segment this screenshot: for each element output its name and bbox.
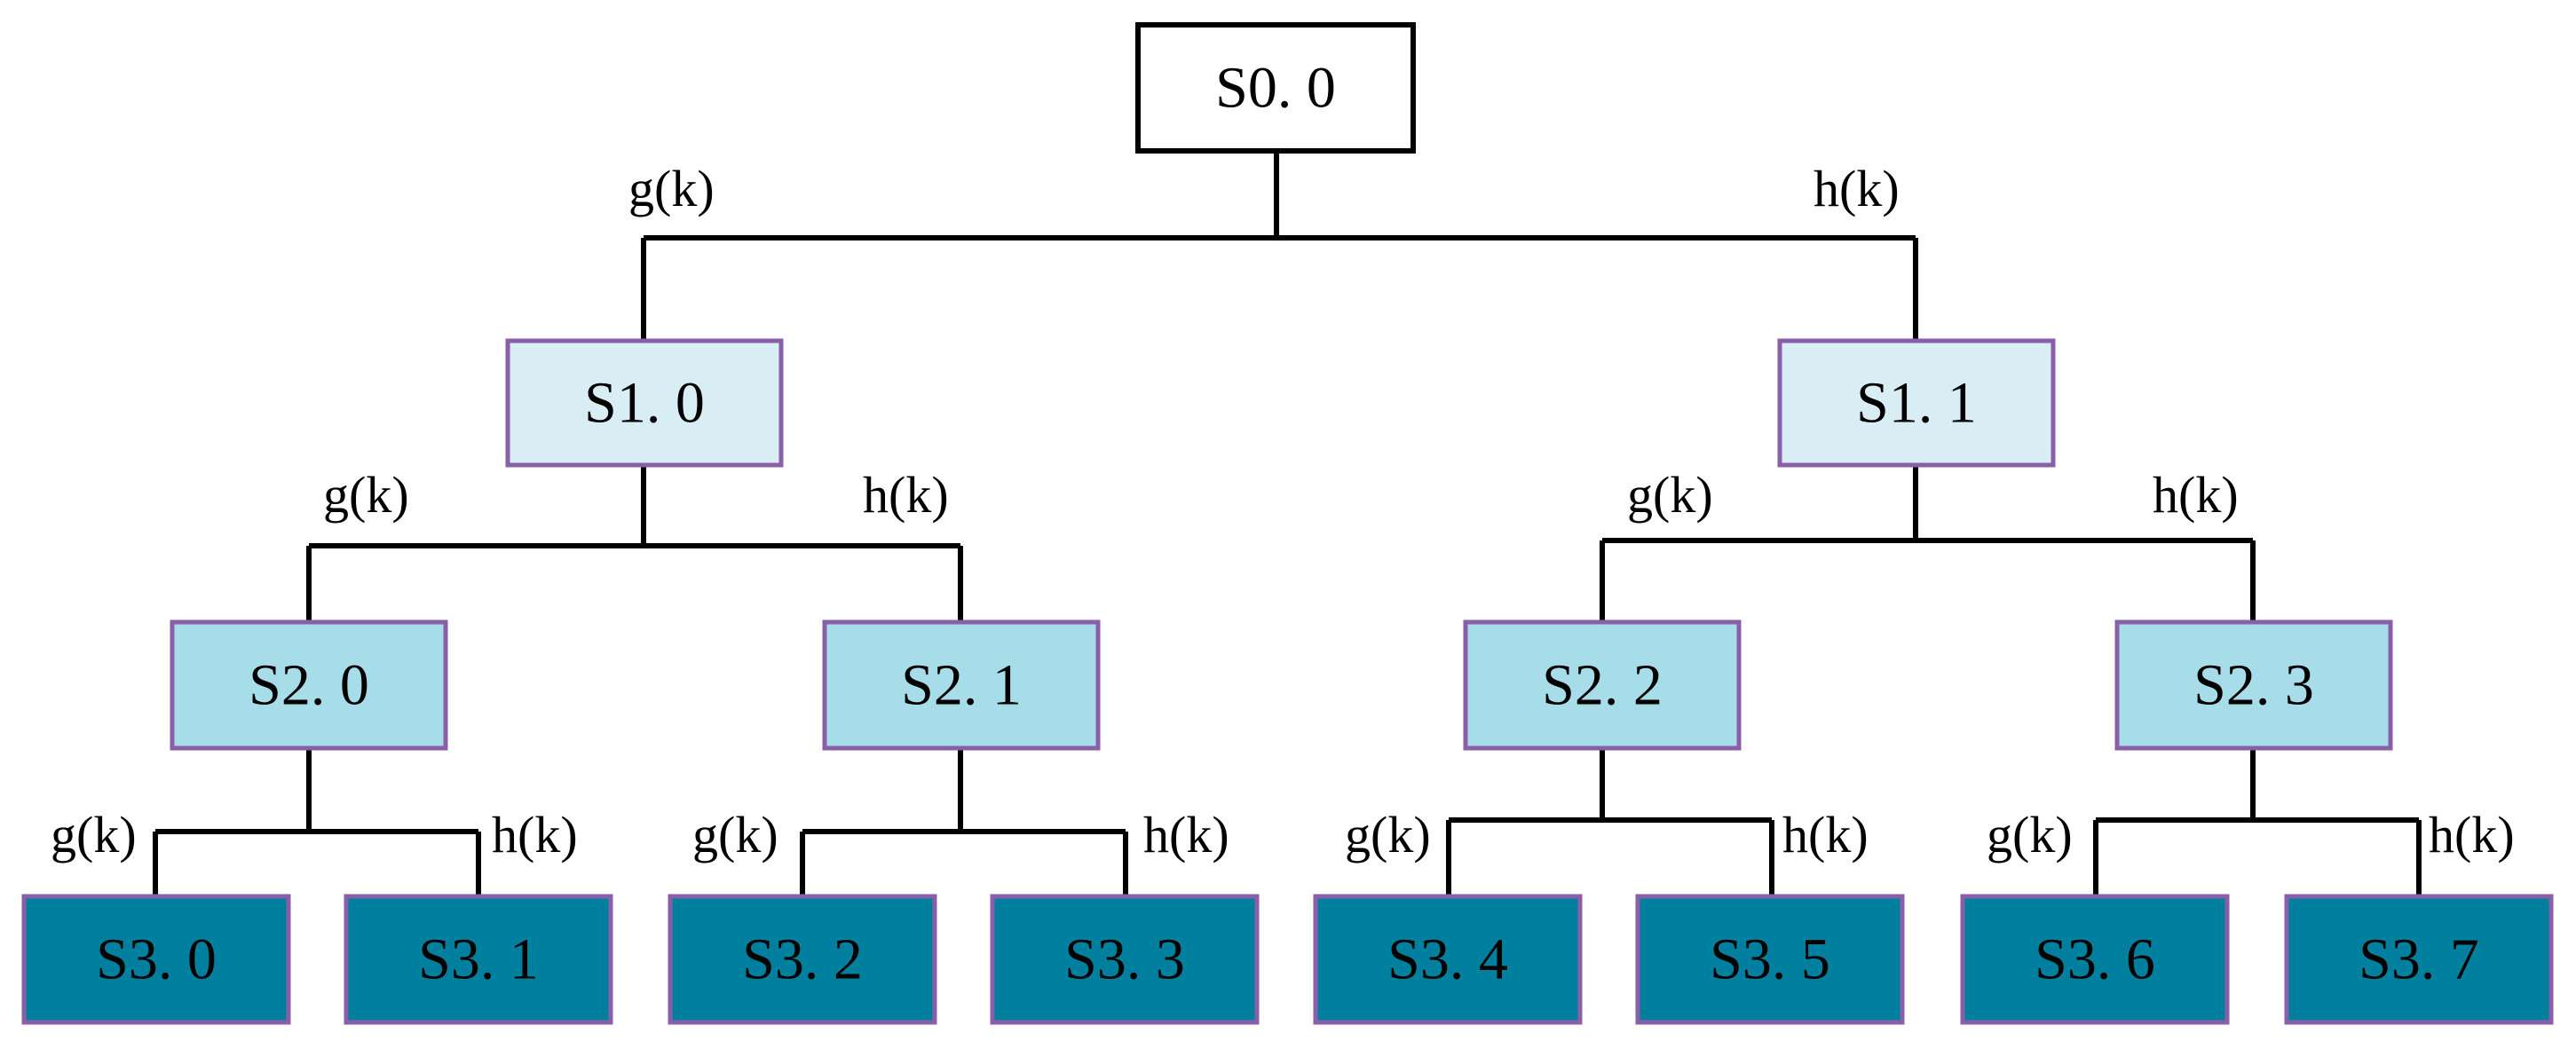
node-label: S3. 4: [1387, 927, 1508, 992]
node-label: S3. 2: [742, 927, 863, 992]
node-box: [2284, 894, 2554, 1025]
connector-s1-0: [306, 465, 963, 622]
node-label: S3. 5: [1710, 927, 1830, 992]
edge-label-h: h(k): [2429, 806, 2515, 864]
edge-label-h: h(k): [1813, 160, 1900, 217]
node-label: S2. 0: [249, 653, 369, 718]
node-label: S3. 3: [1064, 927, 1185, 992]
node-label: S1. 0: [584, 371, 705, 436]
edge-label-h: h(k): [1782, 806, 1869, 864]
node-box: [170, 619, 448, 751]
node-label: S3. 7: [2359, 927, 2479, 992]
edge-label-h: h(k): [492, 806, 578, 864]
connectors: [153, 151, 2422, 896]
edge-labels: g(k) h(k) g(k) h(k) g(k) h(k) g(k) h(k) …: [51, 160, 2515, 864]
node-box: [1635, 894, 1905, 1025]
node-box: [990, 894, 1260, 1025]
edge-label-g: g(k): [1345, 806, 1431, 864]
node-box: [822, 619, 1101, 751]
node-box: [505, 338, 784, 468]
node-box: [1960, 894, 2230, 1025]
node-box: [1463, 619, 1742, 751]
node-s2-3: S2. 3: [2114, 619, 2393, 751]
node-label: S1. 1: [1856, 371, 1977, 436]
edge-label-g: g(k): [51, 806, 137, 864]
edge-label-h: h(k): [863, 466, 949, 524]
node-s1-1: S1. 1: [1777, 338, 2056, 468]
node-box: [1135, 22, 1416, 154]
node-s0-0: S0. 0: [1135, 22, 1416, 154]
edge-label-g: g(k): [692, 806, 778, 864]
edge-label-g: g(k): [1627, 466, 1713, 524]
node-box: [668, 894, 937, 1025]
node-s3-1: S3. 1: [344, 894, 613, 1025]
node-label: S0. 0: [1215, 56, 1336, 121]
edge-label-g: g(k): [323, 466, 409, 524]
node-label: S3. 0: [96, 927, 217, 992]
node-label: S2. 3: [2193, 653, 2314, 718]
node-s2-2: S2. 2: [1463, 619, 1742, 751]
edge-label-h: h(k): [1143, 806, 1229, 864]
node-box: [1777, 338, 2056, 468]
node-s3-7: S3. 7: [2284, 894, 2554, 1025]
node-s1-0: S1. 0: [505, 338, 784, 468]
node-s2-1: S2. 1: [822, 619, 1101, 751]
node-s3-0: S3. 0: [21, 894, 291, 1025]
connector-s0-0: [641, 151, 1918, 341]
node-s3-3: S3. 3: [990, 894, 1260, 1025]
connector-s2-0: [153, 748, 481, 896]
node-box: [21, 894, 291, 1025]
edge-label-g: g(k): [1987, 806, 2073, 864]
node-box: [1313, 894, 1583, 1025]
node-label: S3. 1: [418, 927, 539, 992]
connector-s1-1: [1600, 465, 2256, 622]
node-s3-6: S3. 6: [1960, 894, 2230, 1025]
node-box: [344, 894, 613, 1025]
connector-s2-2: [1446, 748, 1774, 896]
node-label: S3. 6: [2035, 927, 2155, 992]
node-s3-2: S3. 2: [668, 894, 937, 1025]
connector-s2-1: [800, 748, 1128, 896]
node-s3-5: S3. 5: [1635, 894, 1905, 1025]
node-s2-0: S2. 0: [170, 619, 448, 751]
edge-label-h: h(k): [2153, 466, 2239, 524]
node-s3-4: S3. 4: [1313, 894, 1583, 1025]
connector-s2-3: [2093, 748, 2422, 896]
node-label: S2. 1: [901, 653, 1022, 718]
nodes: S0. 0 S1. 0 S1. 1 S2. 0 S2. 1 S2. 2 S2. …: [21, 22, 2554, 1025]
edge-label-g: g(k): [628, 160, 715, 217]
node-box: [2114, 619, 2393, 751]
node-label: S2. 2: [1542, 653, 1663, 718]
